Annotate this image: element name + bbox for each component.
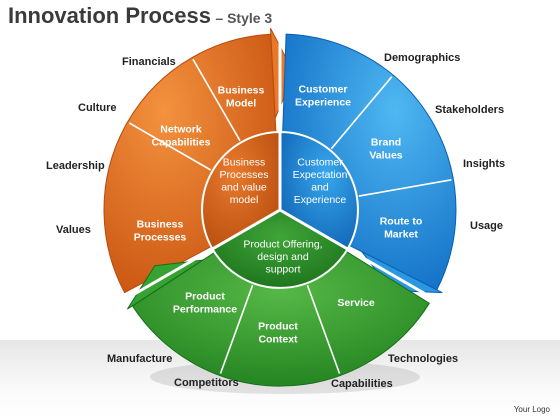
- label-stakeholders: Stakeholders: [435, 104, 505, 116]
- label-usage: Usage: [470, 220, 504, 232]
- label-culture: Culture: [78, 102, 117, 114]
- label-insights: Insights: [463, 158, 506, 170]
- green-hub: [211, 208, 349, 289]
- section-gap: [126, 208, 281, 300]
- label-manufacture: Manufacture: [107, 353, 173, 365]
- label-technologies: Technologies: [388, 353, 459, 365]
- segment-divider-orange: [128, 122, 212, 171]
- segment-divider-blue: [358, 179, 452, 197]
- segment-divider-green: [306, 284, 341, 374]
- label-capabilities: Capabilities: [331, 378, 393, 390]
- label-leadership: Leadership: [46, 160, 105, 172]
- segment-divider-blue: [330, 76, 393, 150]
- section-gap: [279, 208, 434, 300]
- label-competitors: Competitors: [174, 377, 239, 389]
- label-financials: Financials: [122, 56, 176, 68]
- page-title: Innovation Process – Style 3: [8, 3, 272, 29]
- green-arrow-head: [126, 259, 204, 310]
- logo-placeholder: Your Logo: [513, 405, 550, 414]
- segment-divider-orange: [192, 58, 241, 142]
- label-values: Values: [56, 224, 91, 236]
- segment-label-service: Service: [337, 297, 375, 309]
- segment-divider-green: [219, 284, 254, 374]
- title-style: – Style 3: [215, 10, 273, 26]
- label-demographics: Demographics: [384, 52, 461, 64]
- title-main: Innovation Process: [8, 3, 211, 28]
